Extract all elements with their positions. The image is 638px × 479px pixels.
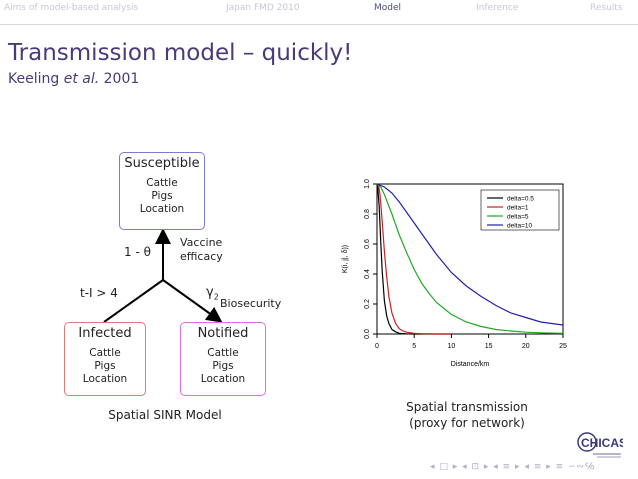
- x-tick-label: 25: [559, 343, 567, 350]
- y-tick-label: 0.4: [364, 269, 371, 279]
- susceptible-location: Location: [139, 203, 185, 215]
- diagram-caption: Spatial SINR Model: [108, 408, 222, 422]
- chicas-logo: CHICAS: [577, 432, 623, 458]
- infected-cattle: Cattle: [89, 347, 121, 359]
- x-tick-label: 20: [522, 343, 530, 350]
- one-minus-theta-label: 1 - θ: [124, 245, 151, 259]
- nav-item-japan[interactable]: Japan FMD 2010: [226, 3, 300, 13]
- infected-title: Infected: [78, 326, 132, 341]
- susceptible-pigs: Pigs: [151, 190, 173, 202]
- legend-label: delta=5: [507, 214, 529, 221]
- t-label: t-I > 4: [80, 286, 118, 300]
- y-axis-label: K(i, j|, δ)): [342, 245, 349, 273]
- x-tick-label: 15: [485, 343, 493, 350]
- subtitle-year: 2001: [103, 71, 140, 87]
- chart-caption-line2: (proxy for network): [409, 416, 525, 430]
- y-tick-label: 0.2: [364, 299, 371, 309]
- infected-box: Infected Cattle Pigs Location: [64, 322, 146, 396]
- series-line-delta=5: [376, 183, 564, 334]
- gamma-label: γ2: [206, 285, 219, 302]
- susceptible-title: Susceptible: [124, 156, 200, 171]
- legend-label: delta=0.5: [507, 196, 534, 203]
- series-line-delta=1: [376, 183, 452, 335]
- notified-title: Notified: [197, 326, 249, 341]
- beamer-navigation[interactable]: ◂ □ ▸ ◂ ⊡ ▸ ◂ ≡ ▸ ◂ ≡ ▸ ≡ ∽∾℅: [430, 462, 596, 472]
- y-tick-label: 0.6: [364, 239, 371, 249]
- efficacy-label: efficacy: [180, 250, 223, 263]
- x-tick-label: 5: [412, 343, 416, 350]
- susceptible-cattle: Cattle: [146, 177, 178, 189]
- notified-location: Location: [200, 373, 246, 385]
- legend-box: [480, 189, 560, 231]
- x-tick-label: 0: [375, 343, 379, 350]
- slide-title: Transmission model – quickly!: [8, 40, 353, 66]
- notified-cattle: Cattle: [207, 347, 239, 359]
- nav-item-aims[interactable]: Aims of model-based analysis: [4, 3, 139, 13]
- x-axis-label: Distance/km: [451, 361, 490, 368]
- subtitle-etal: et al.: [63, 71, 100, 87]
- nav-item-inference[interactable]: Inference: [476, 3, 519, 13]
- biosecurity-label: Biosecurity: [220, 297, 282, 310]
- plot-frame: [376, 183, 564, 335]
- legend-label: delta=1: [507, 205, 529, 212]
- chart-caption-line1: Spatial transmission: [406, 400, 528, 414]
- legend-label: delta=10: [507, 223, 533, 230]
- series-line-delta=10: [376, 183, 564, 326]
- y-tick-label: 0.0: [364, 329, 371, 339]
- subtitle-authors: Keeling: [8, 71, 60, 87]
- logo-text: CHICAS: [581, 436, 623, 450]
- section-nav: Aims of model-based analysis Japan FMD 2…: [0, 0, 638, 22]
- notified-box: Notified Cattle Pigs Location: [180, 322, 266, 396]
- y-tick-label: 0.8: [364, 209, 371, 219]
- nav-item-results[interactable]: Results: [590, 3, 623, 13]
- susceptible-box: Susceptible Cattle Pigs Location: [119, 152, 205, 230]
- infected-location: Location: [82, 373, 128, 385]
- nav-item-model[interactable]: Model: [374, 3, 402, 13]
- nav-divider: [0, 24, 638, 25]
- slide-subtitle: Keeling et al. 2001: [8, 71, 139, 87]
- x-tick-label: 10: [448, 343, 456, 350]
- y-tick-label: 1.0: [364, 179, 371, 189]
- vaccine-label: Vaccine: [180, 236, 223, 249]
- notified-pigs: Pigs: [212, 360, 234, 372]
- infected-pigs: Pigs: [94, 360, 116, 372]
